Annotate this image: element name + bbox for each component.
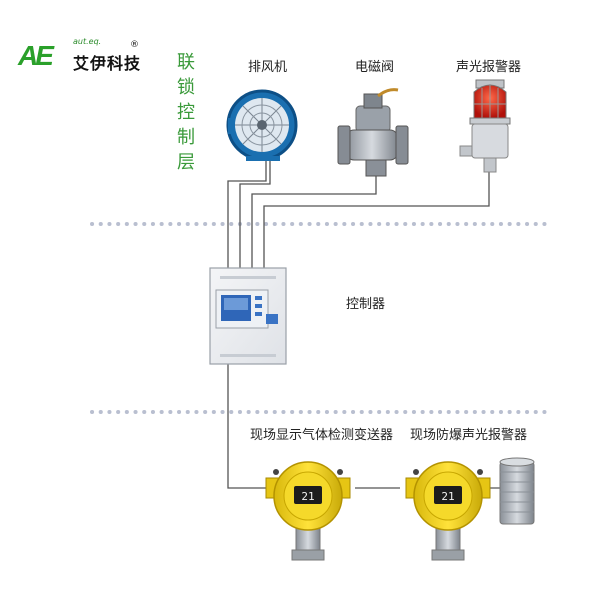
valve-label: 电磁阀 [355, 60, 395, 75]
field-alarm-head [405, 461, 491, 561]
logo-company-name: 艾伊科技 [73, 54, 142, 73]
logo-subtext: aut.eq. [73, 37, 102, 46]
logo-registered-mark: ® [130, 40, 139, 50]
exhaust-fan [226, 89, 298, 161]
explosion-alarm-label: 现场防爆声光报警器 [410, 428, 528, 443]
controller-unit [209, 267, 287, 365]
solenoid-valve [337, 88, 409, 177]
logo-letters: AE [18, 40, 54, 71]
explosion-proof-siren [499, 457, 535, 525]
transmitter-display-value: 21 [301, 490, 314, 503]
fan-label: 排风机 [248, 60, 288, 75]
gas-transmitter [265, 461, 351, 561]
controller-label: 控制器 [346, 297, 386, 312]
alarm-head-display-value: 21 [441, 490, 454, 503]
transmitter-label: 现场显示气体检测变送器 [250, 428, 394, 443]
alarm-light-label: 声光报警器 [456, 60, 522, 75]
interlock-wiring [227, 158, 490, 268]
alarm-light-device [459, 79, 511, 173]
interlock-layer-label: 联锁控制层 [177, 52, 195, 173]
